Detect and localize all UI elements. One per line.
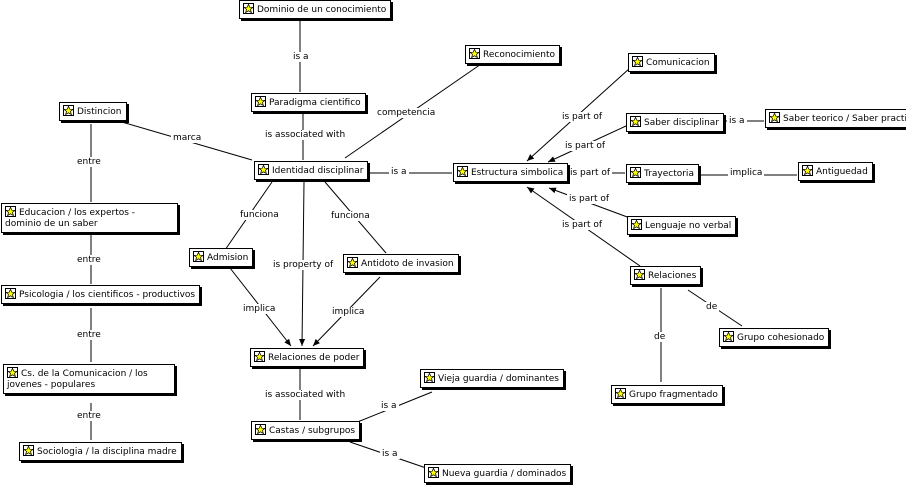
concept-cs-comunicacion[interactable]: Cs. de la Comunicacion / los jovenes - p… [3, 364, 175, 394]
concept-lenguaje[interactable]: Lenguaje no verbal [627, 216, 737, 235]
concept-psicologia[interactable]: Psicologia / los cientificos - productiv… [1, 285, 201, 304]
star-concept-icon [630, 167, 641, 178]
concept-dominio[interactable]: Dominio de un conocimiento [239, 0, 392, 19]
link-label: entre [75, 330, 103, 340]
link-label: is part of [567, 194, 612, 204]
star-concept-icon [243, 3, 254, 14]
link-label: is property of [271, 260, 336, 270]
link-label: implica [330, 307, 367, 317]
star-concept-icon [723, 331, 734, 342]
star-concept-icon [63, 105, 74, 116]
star-concept-icon [255, 424, 266, 435]
star-concept-icon [615, 388, 626, 399]
link-label: is part of [563, 141, 608, 151]
link-label: is associated with [263, 390, 348, 400]
concept-sociologia[interactable]: Sociologia / la disciplina madre [19, 442, 182, 461]
star-concept-icon [7, 367, 18, 378]
star-concept-icon [428, 467, 439, 478]
concept-trayectoria[interactable]: Trayectoria [626, 164, 699, 183]
link-label: marca [171, 133, 204, 143]
concept-paradigma[interactable]: Paradigma cientifico [251, 93, 366, 112]
concept-educacion[interactable]: Educacion / los expertos - dominio de un… [1, 203, 178, 233]
concept-vieja-guardia[interactable]: Vieja guardia / dominantes [420, 369, 564, 388]
concept-comunicacion[interactable]: Comunicacion [628, 53, 715, 72]
link-label: funciona [329, 211, 372, 221]
star-concept-icon [347, 257, 358, 268]
star-concept-icon [457, 166, 468, 177]
link-label: is a [389, 167, 409, 177]
concept-castas[interactable]: Castas / subgrupos [251, 421, 361, 440]
concept-relaciones-poder[interactable]: Relaciones de poder [250, 348, 365, 367]
link-label: is a [291, 52, 311, 62]
link-label: competencia [375, 108, 438, 118]
star-concept-icon [254, 351, 265, 362]
link-label: entre [75, 255, 103, 265]
star-concept-icon [5, 288, 16, 299]
star-concept-icon [632, 56, 643, 67]
link-label: is associated with [263, 130, 348, 140]
star-concept-icon [630, 116, 641, 127]
link-label: is part of [560, 220, 605, 230]
concept-antidoto[interactable]: Antidoto de invasion [343, 254, 459, 273]
star-concept-icon [5, 206, 16, 217]
star-concept-icon [424, 372, 435, 383]
link-label: is a [379, 401, 399, 411]
concept-identidad[interactable]: Identidad disciplinar [254, 161, 369, 180]
star-concept-icon [258, 164, 269, 175]
link-label: is part of [568, 168, 613, 178]
link-label: de [704, 302, 720, 312]
link-label: entre [75, 411, 103, 421]
concept-antiguedad[interactable]: Antiguedad [798, 162, 873, 181]
star-concept-icon [631, 219, 642, 230]
link-label: implica [241, 304, 278, 314]
star-concept-icon [769, 112, 780, 123]
link-label: is a [727, 116, 747, 126]
concept-distincion[interactable]: Distincion [59, 102, 127, 121]
concept-grupo-fragmentado[interactable]: Grupo fragmentado [611, 385, 723, 404]
concept-estructura[interactable]: Estructura simbolica [453, 163, 569, 182]
concept-saber-disciplinar[interactable]: Saber disciplinar [626, 113, 725, 132]
link-label: is part of [560, 112, 605, 122]
concept-grupo-cohesionado[interactable]: Grupo cohesionado [719, 328, 830, 347]
star-concept-icon [23, 445, 34, 456]
concept-admision[interactable]: Admision [189, 248, 254, 267]
link-label: funciona [238, 210, 281, 220]
link-label: is a [380, 449, 400, 459]
star-concept-icon [193, 251, 204, 262]
concept-saber-teorico[interactable]: Saber teorico / Saber practico [765, 109, 906, 128]
star-concept-icon [802, 165, 813, 176]
star-concept-icon [634, 269, 645, 280]
concept-nueva-guardia[interactable]: Nueva guardia / dominados [424, 464, 572, 483]
link-label: implica [728, 168, 765, 178]
link-label: entre [75, 157, 103, 167]
concept-reconocimiento[interactable]: Reconocimiento [465, 45, 561, 64]
star-concept-icon [255, 96, 266, 107]
concept-relaciones[interactable]: Relaciones [630, 266, 702, 285]
star-concept-icon [469, 48, 480, 59]
link-label: de [652, 332, 668, 342]
